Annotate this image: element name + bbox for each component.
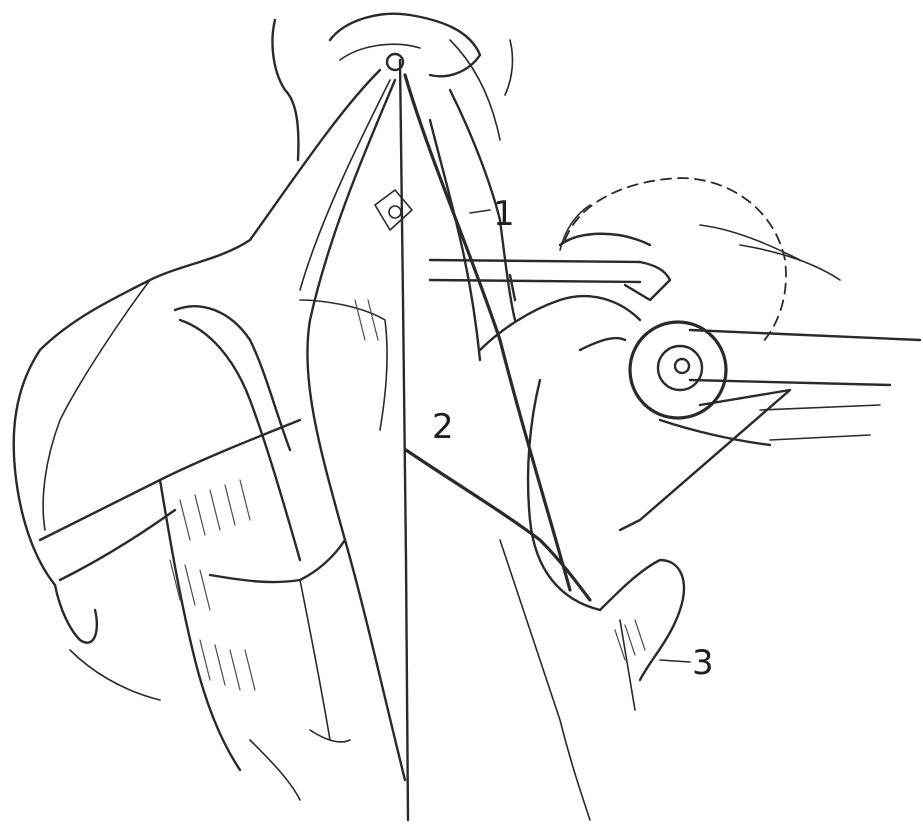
central-band <box>375 75 590 600</box>
left-shoulder-outline <box>14 70 390 700</box>
midline <box>400 60 408 820</box>
right-torso-outline <box>450 90 684 820</box>
label-2: 2 <box>432 407 454 447</box>
leader-1 <box>470 210 490 213</box>
left-chest-outline <box>160 300 378 800</box>
pulley-wheel <box>630 322 726 418</box>
oblique-line-left <box>307 80 405 780</box>
label-3: 3 <box>692 643 714 683</box>
label-1: 1 <box>493 194 515 234</box>
leader-3 <box>660 660 690 662</box>
instrument-rods <box>430 234 920 530</box>
